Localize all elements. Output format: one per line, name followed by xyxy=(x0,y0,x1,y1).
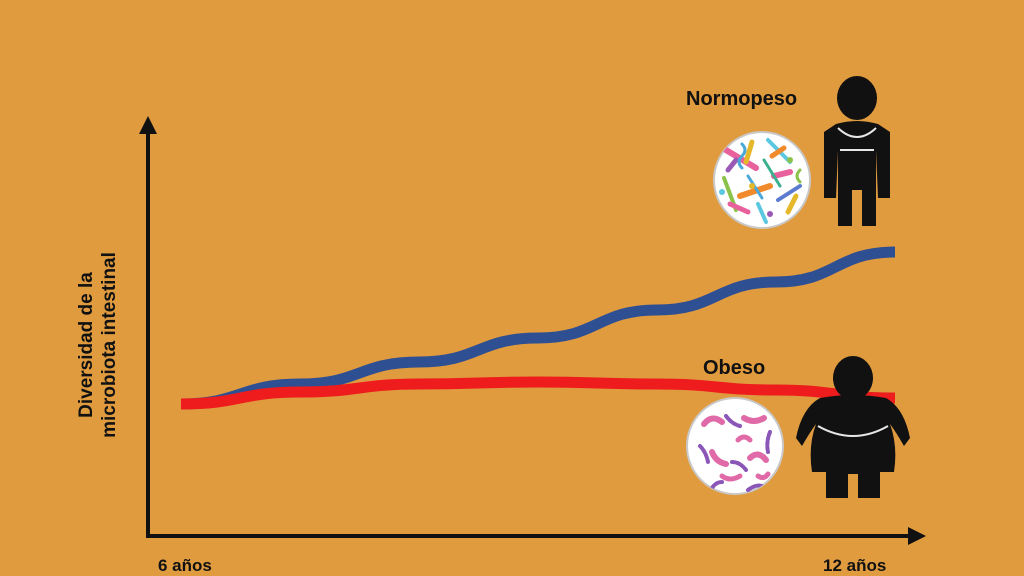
obese-person-icon xyxy=(796,356,910,498)
x-tick-label-start: 6 años xyxy=(158,556,212,575)
low-diversity-microbiota-icon xyxy=(686,397,784,495)
y-axis-arrow xyxy=(139,116,157,134)
x-axis-arrow xyxy=(908,527,926,545)
slim-person-icon xyxy=(824,76,890,226)
diverse-microbiota-icon xyxy=(713,131,811,229)
x-tick-label-end: 12 años xyxy=(823,556,887,575)
legend-label-normopeso: Normopeso xyxy=(686,88,798,110)
series-line-obeso xyxy=(180,376,896,410)
y-axis-label-line-1: Diversidad de la xyxy=(76,272,97,418)
series-line-normopeso xyxy=(180,246,896,410)
y-axis-label-line-2: microbiota intestinal xyxy=(99,252,120,438)
y-axis-label: Diversidad de la microbiota intestinal xyxy=(75,252,121,438)
series-layer xyxy=(180,246,896,410)
legend-label-obeso: Obeso xyxy=(703,357,766,379)
